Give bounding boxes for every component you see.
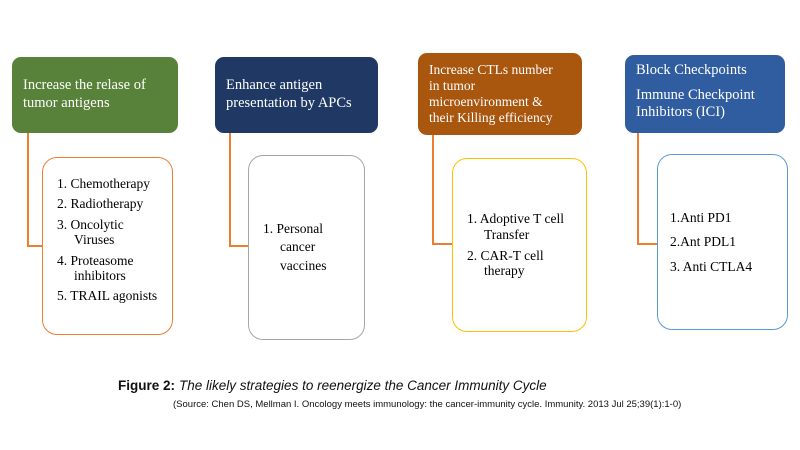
connector-line-checkpoint — [637, 133, 639, 245]
connector-line-apc — [229, 133, 231, 247]
figure-caption: Figure 2:The likely strategies to reener… — [118, 378, 547, 393]
strategy-box-release-antigens: Increase the relase of tumor antigens — [12, 57, 178, 133]
list-item-anti-pdl1: 2.Ant PDL1 — [670, 234, 737, 250]
list-item-personal-cancer-vaccines: 1. Personal cancer vaccines — [263, 221, 327, 273]
strategy-box-ctl-number: Increase CTLs number in tumor microenvir… — [418, 53, 582, 135]
list-box-checkpoint-inhibitors: 1.Anti PD1 2.Ant PDL1 3. Anti CTLA4 — [657, 154, 788, 330]
list-item-anti-ctla4: 3. Anti CTLA4 — [670, 258, 753, 274]
strategy-box-release-antigens-label: Increase the relase of tumor antigens — [23, 77, 146, 111]
list-item-adoptive-t-cell-transfer: 1. Adoptive T cell Transfer — [467, 211, 564, 242]
strategy-box-ici-label: Immune Checkpoint Inhibitors (ICI) — [636, 86, 755, 121]
connector-elbow-apc — [229, 245, 249, 247]
figure-caption-title: The likely strategies to reenergize the … — [179, 378, 547, 393]
strategy-box-block-checkpoints-label: Block Checkpoints — [636, 62, 747, 78]
list-item-car-t-cell-therapy: 2. CAR-T cell therapy — [467, 248, 544, 279]
strategy-box-block-checkpoints: Block Checkpoints Immune Checkpoint Inhi… — [625, 55, 785, 133]
list-item-proteasome-inhibitors: 4. Proteasome inhibitors — [57, 252, 134, 283]
strategy-box-ctl-number-label: Increase CTLs number in tumor microenvir… — [429, 61, 553, 126]
list-item-oncolytic-viruses: 3. Oncolytic Viruses — [57, 216, 124, 248]
list-item-radiotherapy: 2. Radiotherapy — [57, 196, 144, 212]
list-item-trail-agonists: 5. TRAIL agonists — [57, 288, 158, 304]
strategy-box-antigen-presentation: Enhance antigen presentation by APCs — [215, 57, 378, 133]
list-box-release-antigens: 1. Chemotherapy 2. Radiotherapy 3. Oncol… — [42, 157, 173, 335]
connector-line-release — [27, 133, 29, 247]
list-item-chemotherapy: 1. Chemotherapy — [57, 176, 150, 191]
figure-source-citation: (Source: Chen DS, Mellman I. Oncology me… — [173, 399, 682, 410]
connector-elbow-ctl — [432, 243, 453, 245]
connector-elbow-checkpoint — [637, 243, 658, 245]
list-box-t-cell-therapy: 1. Adoptive T cell Transfer 2. CAR-T cel… — [452, 158, 587, 332]
list-box-cancer-vaccines: 1. Personal cancer vaccines — [248, 155, 365, 340]
connector-line-ctl — [432, 135, 434, 245]
list-item-anti-pd1: 1.Anti PD1 — [670, 209, 732, 225]
strategy-box-antigen-presentation-label: Enhance antigen presentation by APCs — [226, 77, 352, 111]
connector-elbow-release — [27, 245, 43, 247]
figure-caption-label: Figure 2: — [118, 378, 176, 393]
